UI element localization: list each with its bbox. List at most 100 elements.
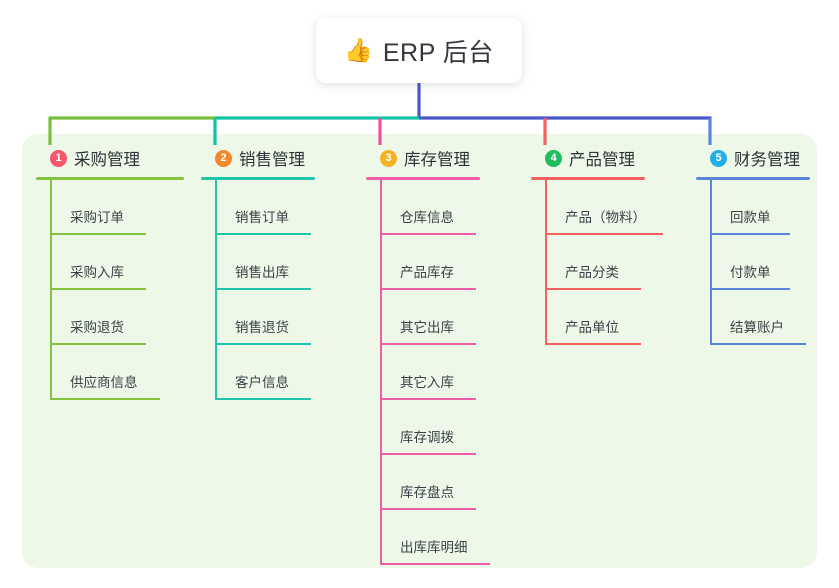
list-item-label: 销售退货 — [235, 320, 289, 335]
column-rule-3 — [366, 177, 480, 180]
list-item[interactable]: 回款单 — [696, 180, 810, 235]
list-item[interactable]: 采购入库 — [36, 235, 184, 290]
list-item-label: 采购退货 — [70, 320, 124, 335]
thumbs-up-icon: 👍 — [344, 37, 373, 63]
list-item-rule — [215, 233, 311, 235]
list-item[interactable]: 客户信息 — [201, 345, 315, 400]
list-item[interactable]: 采购退货 — [36, 290, 184, 345]
list-item-label: 采购订单 — [70, 210, 124, 225]
list-item-label: 回款单 — [730, 210, 771, 225]
list-item[interactable]: 销售出库 — [201, 235, 315, 290]
list-item-label: 产品库存 — [400, 265, 454, 280]
list-item-label: 其它出库 — [400, 320, 454, 335]
list-item-rule — [215, 398, 311, 400]
column-badge-4: 4 — [545, 149, 562, 167]
list-item[interactable]: 仓库信息 — [366, 180, 480, 235]
column-header-4[interactable]: 4 产品管理 — [531, 146, 645, 170]
column-title-5: 财务管理 — [734, 151, 800, 169]
item-list-5: 回款单付款单结算账户 — [696, 180, 810, 345]
column-rule-5 — [696, 177, 810, 180]
list-item-label: 采购入库 — [70, 265, 124, 280]
list-item[interactable]: 销售订单 — [201, 180, 315, 235]
column-3: 3 库存管理仓库信息产品库存其它出库其它入库库存调拨库存盘点出库库明细 — [366, 146, 490, 565]
column-4: 4 产品管理产品（物料） 产品分类产品单位 — [531, 146, 663, 345]
list-item[interactable]: 其它入库 — [366, 345, 480, 400]
list-item-label: 供应商信息 — [70, 375, 138, 390]
root-node[interactable]: 👍 ERP 后台 — [316, 18, 522, 83]
list-item-rule — [50, 288, 146, 290]
list-item-rule — [380, 233, 476, 235]
column-badge-2: 2 — [215, 149, 232, 167]
list-item-rule — [545, 233, 663, 235]
list-item-label: 出库库明细 — [400, 540, 468, 555]
item-list-2: 销售订单销售出库销售退货客户信息 — [201, 180, 315, 400]
list-item[interactable]: 产品单位 — [531, 290, 645, 345]
item-spine-1 — [50, 180, 52, 400]
list-item-label: 结算账户 — [730, 320, 784, 335]
column-badge-1: 1 — [50, 149, 67, 167]
list-item-label: 仓库信息 — [400, 210, 454, 225]
column-badge-3: 3 — [380, 149, 397, 167]
list-item-label: 付款单 — [730, 265, 771, 280]
column-title-3: 库存管理 — [404, 151, 470, 169]
item-spine-2 — [215, 180, 217, 400]
list-item-rule — [215, 288, 311, 290]
item-spine-3 — [380, 180, 382, 565]
list-item[interactable]: 库存盘点 — [366, 455, 480, 510]
list-item[interactable]: 供应商信息 — [36, 345, 184, 400]
list-item-label: 产品（物料） — [565, 210, 646, 225]
list-item-rule — [710, 343, 806, 345]
column-title-2: 销售管理 — [239, 151, 305, 169]
list-item-rule — [380, 343, 476, 345]
column-header-1[interactable]: 1 采购管理 — [36, 146, 184, 170]
list-item-label: 产品分类 — [565, 265, 619, 280]
item-spine-5 — [710, 180, 712, 345]
list-item-label: 其它入库 — [400, 375, 454, 390]
list-item[interactable]: 库存调拨 — [366, 400, 480, 455]
list-item-label: 库存盘点 — [400, 485, 454, 500]
column-header-5[interactable]: 5 财务管理 — [696, 146, 810, 170]
list-item[interactable]: 销售退货 — [201, 290, 315, 345]
item-spine-4 — [545, 180, 547, 345]
list-item-rule — [545, 288, 641, 290]
column-rule-1 — [36, 177, 184, 180]
list-item[interactable]: 付款单 — [696, 235, 810, 290]
list-item-rule — [710, 288, 790, 290]
list-item-rule — [380, 288, 476, 290]
column-5: 5 财务管理回款单付款单结算账户 — [696, 146, 810, 345]
list-item-rule — [50, 343, 146, 345]
column-title-1: 采购管理 — [74, 151, 140, 169]
column-1: 1 采购管理采购订单采购入库采购退货供应商信息 — [36, 146, 184, 400]
column-title-4: 产品管理 — [569, 151, 635, 169]
list-item-rule — [545, 343, 641, 345]
root-node-label: ERP 后台 — [382, 38, 494, 67]
list-item-label: 销售出库 — [235, 265, 289, 280]
list-item-rule — [710, 233, 790, 235]
column-badge-5: 5 — [710, 149, 727, 167]
column-rule-4 — [531, 177, 645, 180]
column-2: 2 销售管理销售订单销售出库销售退货客户信息 — [201, 146, 315, 400]
list-item[interactable]: 产品库存 — [366, 235, 480, 290]
list-item[interactable]: 结算账户 — [696, 290, 810, 345]
list-item[interactable]: 出库库明细 — [366, 510, 490, 565]
list-item-rule — [50, 398, 160, 400]
list-item-rule — [380, 453, 476, 455]
item-list-4: 产品（物料） 产品分类产品单位 — [531, 180, 663, 345]
list-item[interactable]: 产品分类 — [531, 235, 645, 290]
column-header-3[interactable]: 3 库存管理 — [366, 146, 480, 170]
list-item[interactable]: 其它出库 — [366, 290, 480, 345]
column-header-2[interactable]: 2 销售管理 — [201, 146, 315, 170]
list-item[interactable]: 产品（物料） — [531, 180, 663, 235]
item-list-3: 仓库信息产品库存其它出库其它入库库存调拨库存盘点出库库明细 — [366, 180, 490, 565]
list-item-label: 客户信息 — [235, 375, 289, 390]
list-item-rule — [380, 508, 476, 510]
list-item-rule — [380, 563, 490, 565]
list-item-label: 销售订单 — [235, 210, 289, 225]
list-item[interactable]: 采购订单 — [36, 180, 184, 235]
list-item-rule — [215, 343, 311, 345]
background-panel — [22, 134, 817, 568]
list-item-label: 库存调拨 — [400, 430, 454, 445]
column-rule-2 — [201, 177, 315, 180]
item-list-1: 采购订单采购入库采购退货供应商信息 — [36, 180, 184, 400]
